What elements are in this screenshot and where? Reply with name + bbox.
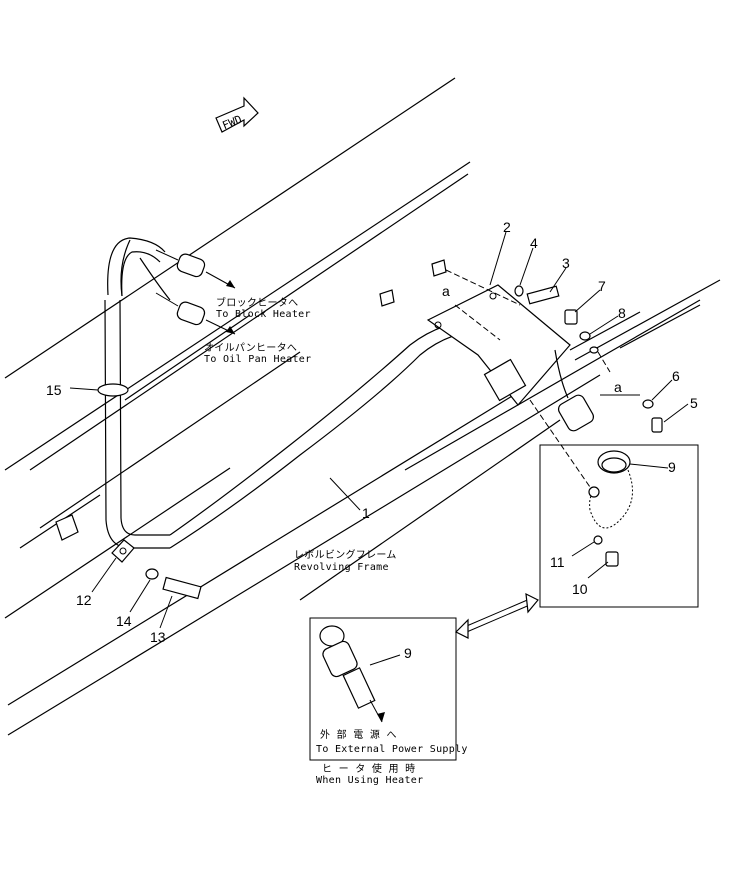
part-number-8: 8 [618, 305, 626, 321]
part-number-7: 7 [598, 278, 606, 294]
part-number-4: 4 [530, 235, 538, 251]
reference-cube-icon [55, 259, 447, 541]
part-number-13: 13 [150, 629, 166, 645]
block-heater-en-label: To Block Heater [216, 309, 311, 320]
part-number-14: 14 [116, 613, 132, 629]
washer-6-icon [642, 399, 654, 409]
part-number-12: 12 [76, 592, 92, 608]
bolt-13-icon [162, 576, 202, 600]
bolt-5-icon [651, 417, 663, 433]
oil-pan-heater-jp-label: オイルパンヒータへ [204, 342, 297, 354]
part-number-5: 5 [690, 395, 698, 411]
bolt-3-icon [526, 285, 560, 305]
oil-pan-heater-plug-icon [155, 292, 206, 326]
detail-marker-a-lower: a [614, 379, 622, 395]
frame-outline [4, 77, 721, 736]
bolt-7-icon [564, 309, 578, 325]
when-using-heater-jp-label: ヒ ー タ 使 用 時 [322, 762, 415, 775]
part-number-1: 1 [362, 505, 370, 521]
washer-8-icon [579, 331, 591, 341]
heater-cable-harness [104, 237, 541, 549]
washer-4-icon [514, 285, 524, 297]
cap-detail-box [539, 444, 699, 608]
part-number-2: 2 [503, 219, 511, 235]
detail-marker-a-upper: a [442, 283, 450, 299]
double-arrow-icon [454, 592, 539, 639]
when-using-heater-en-label: When Using Heater [316, 775, 423, 786]
mount-plate-icon [111, 539, 135, 563]
external-power-en-label: To External Power Supply [316, 744, 468, 755]
part-number-6: 6 [672, 368, 680, 384]
revolving-frame-jp-label: レボルビングフレーム [294, 548, 397, 561]
part-number-10: 10 [572, 581, 588, 597]
part-number-11: 11 [550, 554, 565, 570]
external-power-detail-box [309, 617, 457, 761]
block-heater-plug-icon [155, 249, 206, 278]
external-power-jp-label: 外 部 電 源 へ [320, 728, 397, 741]
fwd-arrow-icon: FWD [215, 96, 259, 133]
revolving-frame-en-label: Revolving Frame [294, 562, 389, 573]
part-number-15: 15 [46, 382, 62, 398]
part-number-9-detail: 9 [404, 645, 412, 661]
receptacle-icon [554, 349, 595, 432]
clamp-icon [69, 383, 129, 397]
block-heater-jp-label: ブロックヒータへ [216, 296, 298, 309]
oil-pan-heater-en-label: To Oil Pan Heater [204, 354, 311, 365]
mounting-bracket-icon [426, 284, 571, 406]
washer-small-icon [589, 346, 599, 354]
washer-14-icon [145, 568, 159, 580]
part-number-3: 3 [562, 255, 570, 271]
part-number-9: 9 [668, 459, 676, 475]
leader-lines [91, 231, 689, 666]
heater-arrows [205, 271, 236, 335]
